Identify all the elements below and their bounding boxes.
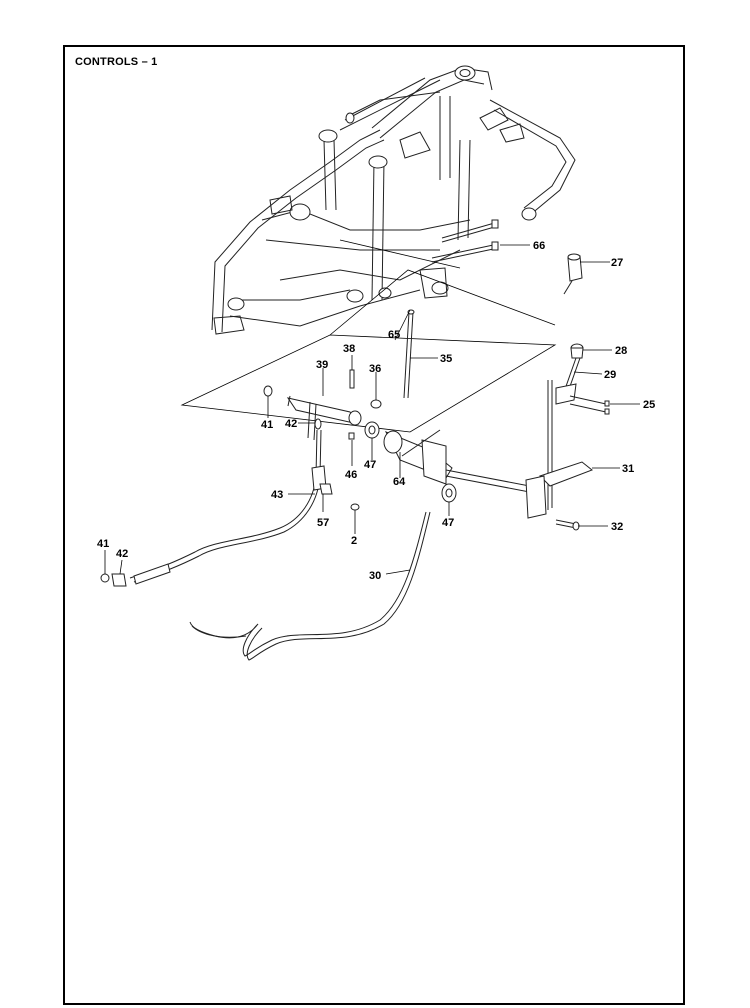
callout-42-lower: 42 (116, 548, 128, 560)
part-47-bushing-lower (441, 483, 457, 503)
callout-41-lower: 41 (97, 538, 109, 550)
callout-65: 65 (388, 329, 400, 341)
callout-42-upper: 42 (285, 418, 297, 430)
part-64-pedal-shaft (383, 429, 541, 495)
part-35-lever-rod (403, 309, 415, 399)
callout-32: 32 (611, 521, 623, 533)
part-46-clip (348, 432, 355, 440)
callout-27: 27 (611, 257, 623, 269)
callout-47-upper: 47 (364, 459, 376, 471)
part-28-knob (570, 343, 584, 359)
callout-38: 38 (343, 343, 355, 355)
callout-43: 43 (271, 489, 283, 501)
callout-39: 39 (316, 359, 328, 371)
page-title: CONTROLS – 1 (75, 56, 158, 68)
callout-36: 36 (369, 363, 381, 375)
part-30-cable (189, 511, 431, 661)
part-32-bolt (555, 519, 580, 531)
leader-lines (104, 244, 640, 575)
callout-31: 31 (622, 463, 634, 475)
callout-57: 57 (317, 517, 329, 529)
callout-labels: 66 27 65 35 38 36 39 28 29 25 41 42 46 4… (97, 240, 655, 582)
part-41-washer-upper (263, 385, 273, 397)
reference-plane (180, 239, 557, 433)
part-2-nut (350, 503, 360, 511)
part-31-bracket (525, 461, 593, 519)
callout-29: 29 (604, 369, 616, 381)
callout-28: 28 (615, 345, 627, 357)
part-38-pin (349, 369, 355, 389)
callout-35: 35 (440, 353, 452, 365)
part-42-cable-end-lower (100, 563, 171, 587)
part-36-clip (370, 399, 382, 409)
part-29-lever (547, 357, 581, 510)
part-57-bracket (319, 483, 333, 495)
chassis-frame (211, 65, 576, 335)
part-27-knob (563, 253, 583, 295)
callout-30: 30 (369, 570, 381, 582)
callout-47-lower: 47 (442, 517, 454, 529)
callout-41-upper: 41 (261, 419, 273, 431)
callout-2: 2 (351, 535, 357, 547)
callout-46: 46 (345, 469, 357, 481)
part-47-bushing-upper (364, 421, 380, 439)
diagram-frame (63, 45, 685, 1005)
part-66-bolts (431, 219, 499, 263)
part-39-shaft (286, 395, 362, 441)
callout-64: 64 (393, 476, 406, 488)
part-43-cable (129, 418, 327, 583)
callout-25: 25 (643, 399, 655, 411)
callout-66: 66 (533, 240, 545, 252)
part-25-screws (569, 395, 610, 415)
